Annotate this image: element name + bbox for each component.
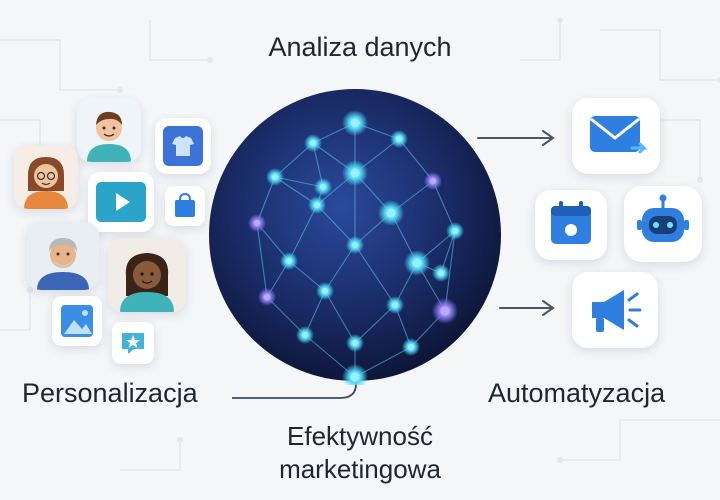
person-older-man-avatar bbox=[27, 222, 99, 290]
network-node bbox=[352, 242, 358, 248]
network-node bbox=[386, 208, 396, 218]
network-edge bbox=[354, 304, 396, 344]
label-automatyzacja: Automatyzacja bbox=[488, 378, 666, 408]
person-man-avatar bbox=[77, 98, 141, 162]
network-node bbox=[350, 372, 360, 382]
network-edge bbox=[444, 230, 456, 312]
network-node bbox=[350, 118, 360, 128]
network-node bbox=[350, 168, 360, 178]
network-node bbox=[302, 332, 308, 338]
label-marketingowa: marketingowa bbox=[279, 454, 441, 484]
person-woman-glasses-avatar bbox=[14, 145, 78, 209]
network-edge bbox=[324, 290, 356, 344]
network-node bbox=[396, 136, 402, 142]
network-edge bbox=[324, 244, 356, 292]
label-analiza-danych: Analiza danych bbox=[268, 32, 452, 62]
network-node bbox=[408, 344, 414, 350]
network-node bbox=[322, 288, 328, 294]
network-node bbox=[286, 258, 292, 264]
network-node bbox=[254, 220, 260, 226]
network-node bbox=[320, 184, 326, 190]
network-node bbox=[352, 340, 358, 346]
label-efektywnosc: Efektywność bbox=[287, 421, 433, 451]
network-node bbox=[440, 306, 450, 316]
calendar-icon bbox=[535, 190, 607, 260]
network-edge bbox=[398, 138, 434, 182]
network-node bbox=[452, 228, 458, 234]
network-node bbox=[392, 302, 398, 308]
network-node bbox=[264, 294, 270, 300]
video-play-icon bbox=[88, 172, 154, 232]
network-node bbox=[430, 178, 436, 184]
shopping-bag-icon bbox=[165, 186, 205, 226]
network-edge bbox=[432, 180, 456, 232]
network-edge bbox=[288, 204, 318, 262]
network-node bbox=[310, 140, 316, 146]
network-edge bbox=[354, 244, 396, 306]
shirt-icon bbox=[155, 118, 211, 174]
image-icon bbox=[52, 296, 102, 346]
person-woman-avatar bbox=[108, 238, 186, 312]
label-efektywnosc-marketingowa: Efektywność marketingowa bbox=[240, 420, 480, 486]
megaphone-icon bbox=[572, 272, 658, 348]
email-icon bbox=[572, 98, 660, 174]
chatbot-icon bbox=[624, 186, 702, 262]
network-edge bbox=[256, 222, 268, 298]
network-node bbox=[438, 270, 444, 276]
network-edge bbox=[316, 204, 356, 246]
network-node bbox=[412, 258, 422, 268]
network-node bbox=[314, 202, 320, 208]
neural-network-sphere bbox=[209, 89, 501, 385]
network-node bbox=[272, 174, 278, 180]
label-personalizacja: Personalizacja bbox=[22, 378, 198, 408]
star-chat-icon bbox=[112, 322, 154, 364]
